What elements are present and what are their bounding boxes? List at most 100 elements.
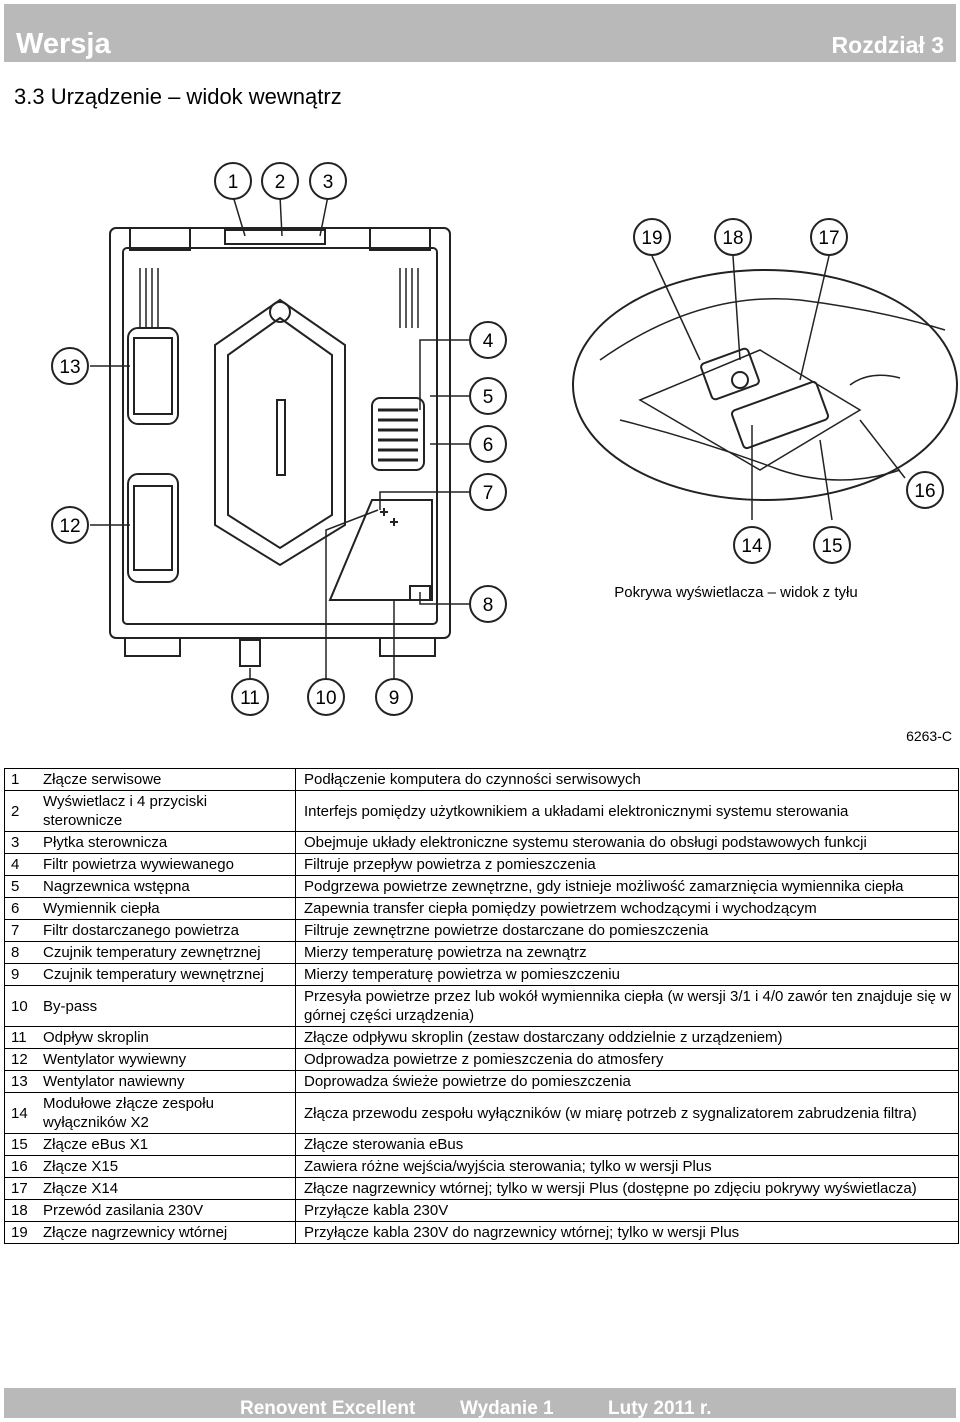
callout-18: 18 [714, 218, 752, 256]
callout-12: 12 [51, 506, 89, 544]
header-version: Wersja [16, 28, 111, 60]
legend-name: Filtr dostarczanego powietrza [35, 919, 296, 942]
callout-16: 16 [906, 471, 944, 509]
legend-desc: Przyłącze kabla 230V do nagrzewnicy wtór… [295, 1221, 959, 1244]
legend-desc: Podgrzewa powietrze zewnętrzne, gdy istn… [295, 875, 959, 898]
callout-7: 7 [469, 473, 507, 511]
legend-desc: Złącze odpływu skroplin (zestaw dostarcz… [295, 1026, 959, 1049]
legend-num: 10 [4, 985, 35, 1027]
legend-desc: Mierzy temperaturę powietrza na zewnątrz [295, 941, 959, 964]
legend-name: Złącze nagrzewnicy wtórnej [35, 1221, 296, 1244]
legend-name: Wentylator wywiewny [35, 1048, 296, 1071]
legend-desc: Filtruje zewnętrzne powietrze dostarczan… [295, 919, 959, 942]
legend-num: 11 [4, 1026, 35, 1049]
svg-text:12: 12 [59, 516, 80, 537]
legend-num: 7 [4, 919, 35, 942]
callout-13: 13 [51, 347, 89, 385]
legend-num: 14 [4, 1092, 35, 1134]
legend-desc: Mierzy temperaturę powietrza w pomieszcz… [295, 963, 959, 986]
svg-text:2: 2 [275, 172, 286, 193]
legend-name: Nagrzewnica wstępna [35, 875, 296, 898]
legend-name: Modułowe złącze zespołu wyłączników X2 [35, 1092, 296, 1134]
svg-text:5: 5 [483, 387, 494, 408]
svg-text:18: 18 [722, 228, 743, 249]
figure-code: 6263-C [906, 728, 952, 744]
callout-1: 1 [214, 162, 252, 200]
footer-product: Renovent Excellent [240, 1398, 416, 1419]
legend-num: 17 [4, 1177, 35, 1200]
svg-text:15: 15 [821, 536, 842, 557]
legend-desc: Złącza przewodu zespołu wyłączników (w m… [295, 1092, 959, 1134]
legend-name: Wyświetlacz i 4 przyciski sterownicze [35, 790, 296, 832]
svg-text:8: 8 [483, 595, 494, 616]
legend-name: Filtr powietrza wywiewanego [35, 853, 296, 876]
legend-num: 13 [4, 1070, 35, 1093]
legend-num: 18 [4, 1199, 35, 1222]
callout-10: 10 [307, 678, 345, 716]
legend-num: 19 [4, 1221, 35, 1244]
legend-desc: Obejmuje układy elektroniczne systemu st… [295, 831, 959, 854]
svg-text:7: 7 [483, 483, 494, 504]
svg-text:19: 19 [641, 228, 662, 249]
legend-num: 15 [4, 1133, 35, 1156]
legend-num: 12 [4, 1048, 35, 1071]
legend-desc: Złącze nagrzewnicy wtórnej; tylko w wers… [295, 1177, 959, 1200]
legend-num: 6 [4, 897, 35, 920]
legend-desc: Przesyła powietrze przez lub wokół wymie… [295, 985, 959, 1027]
legend-name: Czujnik temperatury zewnętrznej [35, 941, 296, 964]
legend-name: By-pass [35, 985, 296, 1027]
legend-name: Odpływ skroplin [35, 1026, 296, 1049]
callout-3: 3 [309, 162, 347, 200]
callout-8: 8 [469, 585, 507, 623]
legend-desc: Zapewnia transfer ciepła pomiędzy powiet… [295, 897, 959, 920]
legend-name: Złącze serwisowe [35, 768, 296, 791]
legend-num: 9 [4, 963, 35, 986]
legend-name: Wymiennik ciepła [35, 897, 296, 920]
callout-14: 14 [733, 526, 771, 564]
svg-text:13: 13 [59, 357, 80, 378]
callout-11: 11 [231, 678, 269, 716]
svg-text:16: 16 [914, 481, 935, 502]
callout-17: 17 [810, 218, 848, 256]
legend-desc: Filtruje przepływ powietrza z pomieszcze… [295, 853, 959, 876]
svg-text:4: 4 [483, 331, 494, 352]
svg-text:6: 6 [483, 435, 494, 456]
legend-desc: Doprowadza świeże powietrze do pomieszcz… [295, 1070, 959, 1093]
legend-name: Płytka sterownicza [35, 831, 296, 854]
header-chapter: Rozdział 3 [831, 32, 944, 58]
callout-19: 19 [633, 218, 671, 256]
legend-desc: Przyłącze kabla 230V [295, 1199, 959, 1222]
callout-5: 5 [469, 377, 507, 415]
legend-num: 5 [4, 875, 35, 898]
svg-text:3: 3 [323, 172, 334, 193]
callout-9: 9 [375, 678, 413, 716]
legend-num: 4 [4, 853, 35, 876]
svg-text:1: 1 [228, 172, 239, 193]
footer-bar: Renovent Excellent Wydanie 1 Luty 2011 r… [4, 1388, 956, 1419]
footer-date: Luty 2011 r. [608, 1398, 712, 1419]
section-title: 3.3 Urządzenie – widok wewnątrz [14, 84, 342, 109]
footer-edition: Wydanie 1 [460, 1398, 554, 1419]
legend-desc: Podłączenie komputera do czynności serwi… [295, 768, 959, 791]
svg-text:11: 11 [240, 688, 260, 709]
legend-name: Wentylator nawiewny [35, 1070, 296, 1093]
callout-2: 2 [261, 162, 299, 200]
legend-num: 3 [4, 831, 35, 854]
callout-4: 4 [469, 321, 507, 359]
svg-text:10: 10 [315, 688, 336, 709]
